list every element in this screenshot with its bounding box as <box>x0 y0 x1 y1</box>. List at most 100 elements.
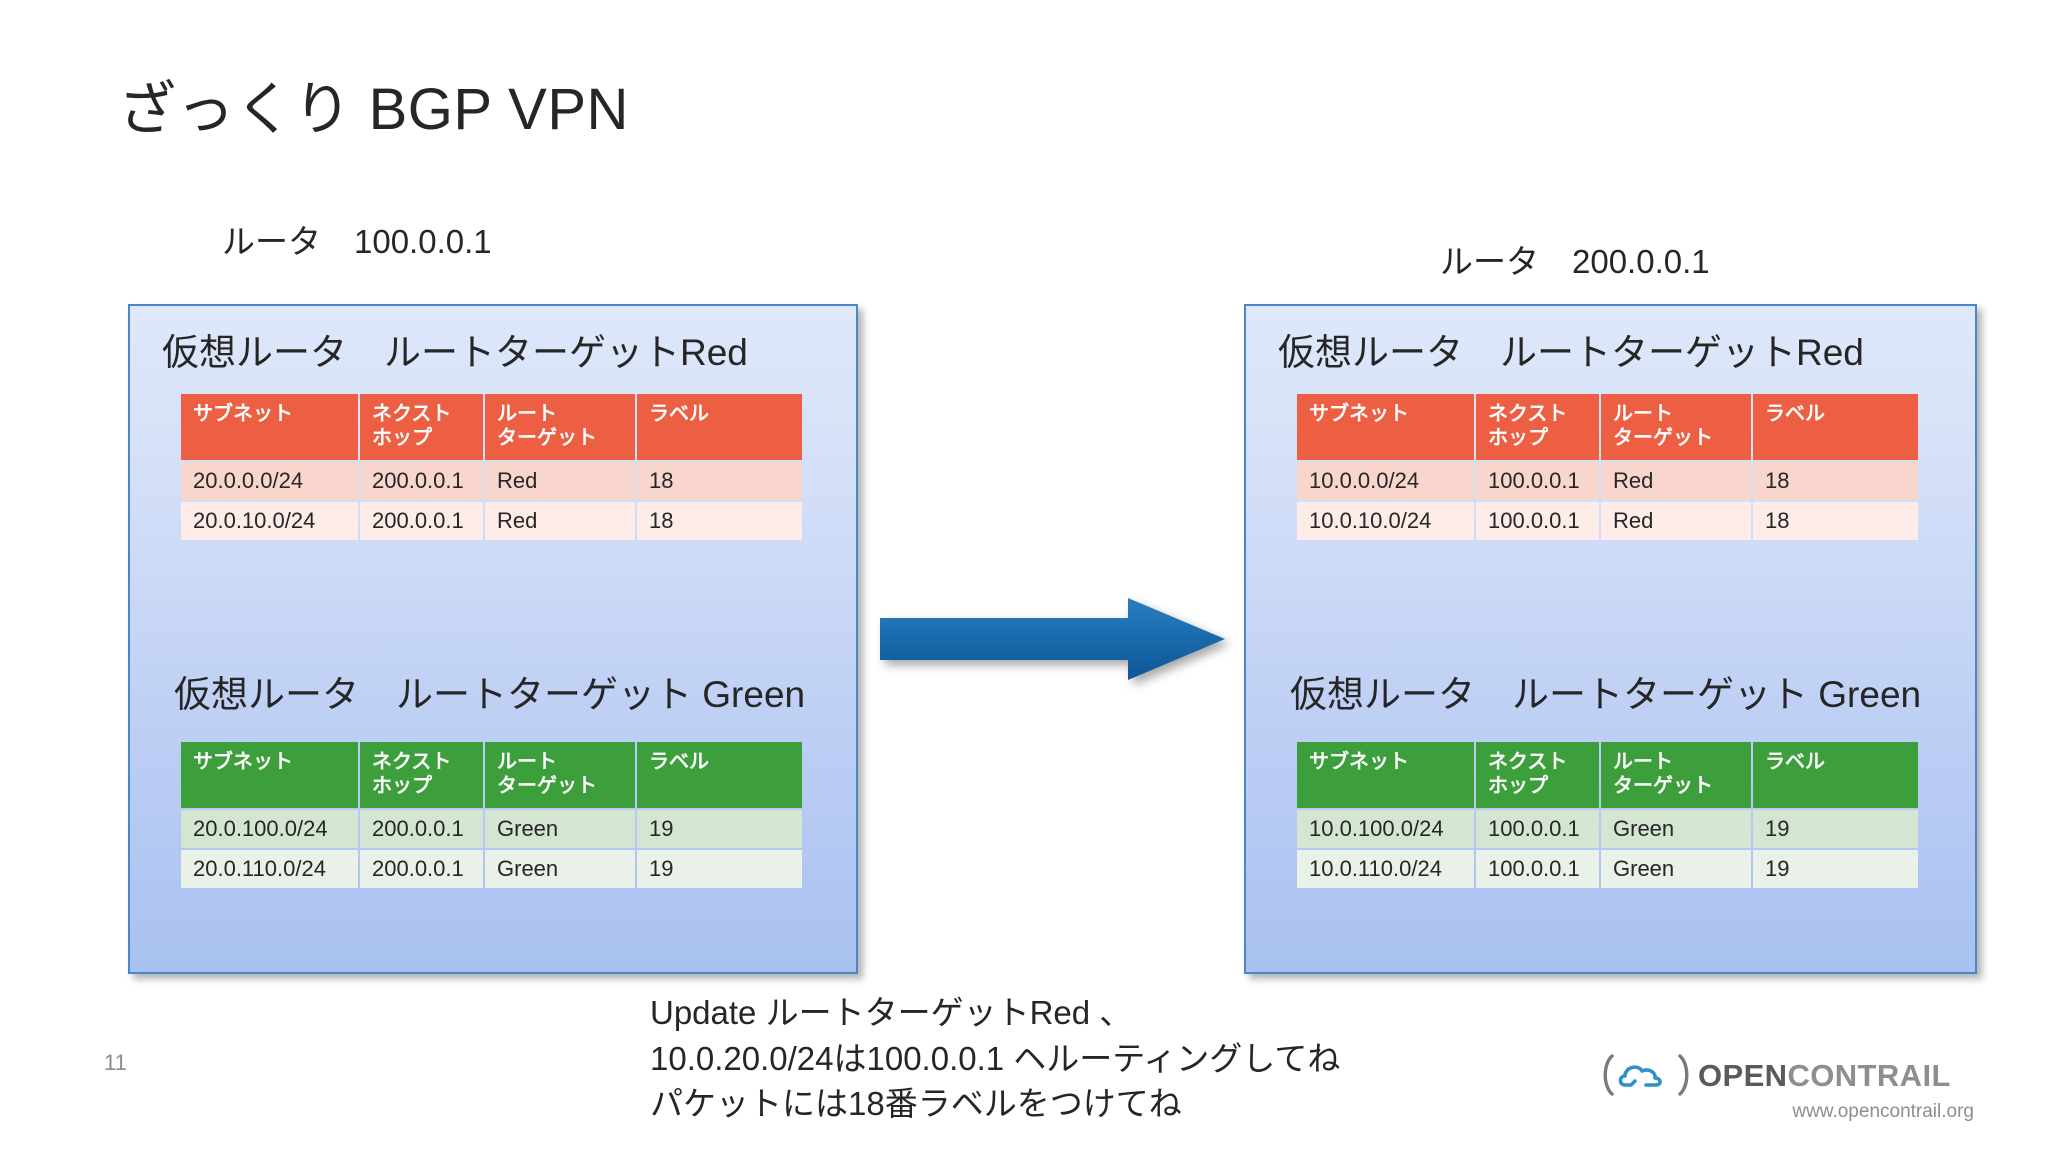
column-header-line1: ネクスト <box>1488 403 1568 425</box>
cell-route-target: Green <box>1601 810 1751 848</box>
cell-subnet: 10.0.110.0/24 <box>1297 850 1474 888</box>
table-header-row: サブネット ネクスト ホップ ルート ターゲット ラベル <box>181 394 802 460</box>
column-header-line1: サブネット <box>1309 751 1409 773</box>
cell-route-target: Red <box>485 462 635 500</box>
column-header-line1: ネクスト <box>372 751 452 773</box>
column-header-line1: サブネット <box>193 751 293 773</box>
cell-nexthop: 100.0.0.1 <box>1476 502 1599 540</box>
column-header-line2: ターゲット <box>1613 774 1713 797</box>
vrf-heading-green: 仮想ルータ ルートターゲット Green <box>1290 676 1922 715</box>
cell-nexthop: 100.0.0.1 <box>1476 850 1599 888</box>
cell-route-target: Red <box>1601 502 1751 540</box>
cell-nexthop: 200.0.0.1 <box>360 462 483 500</box>
cell-nexthop: 100.0.0.1 <box>1476 462 1599 500</box>
route-table-green: サブネット ネクスト ホップ ルート ターゲット ラベル 10.0 <box>1295 740 1920 890</box>
cell-subnet: 20.0.110.0/24 <box>181 850 358 888</box>
page-number: 11 <box>104 1050 127 1075</box>
column-header-line2: ホップ <box>372 426 432 449</box>
cell-label: 19 <box>1753 810 1918 848</box>
column-header-subnet: サブネット <box>1297 742 1474 808</box>
logo-url: www.opencontrail.org <box>1792 1101 1974 1122</box>
update-caption-line1: Update ルートターゲットRed 、 <box>650 994 1133 1031</box>
update-caption-line3: パケットには18番ラベルをつけてね <box>650 1085 1182 1123</box>
column-header-line1: サブネット <box>193 403 293 425</box>
cell-route-target: Red <box>485 502 635 540</box>
cell-label: 19 <box>637 850 802 888</box>
column-header-subnet: サブネット <box>181 742 358 808</box>
table-header-row: サブネット ネクスト ホップ ルート ターゲット ラベル <box>1297 394 1918 460</box>
column-header-line2: ホップ <box>1488 426 1548 449</box>
vrf-heading-red: 仮想ルータ ルートターゲットRed <box>1278 334 1864 373</box>
cell-label: 18 <box>1753 502 1918 540</box>
column-header-nexthop: ネクスト ホップ <box>1476 394 1599 460</box>
table-row: 20.0.0.0/24 200.0.0.1 Red 18 <box>181 462 802 500</box>
column-header-line1: ラベル <box>1765 751 1825 773</box>
column-header-label: ラベル <box>1753 742 1918 808</box>
cell-nexthop: 200.0.0.1 <box>360 502 483 540</box>
cell-nexthop: 200.0.0.1 <box>360 810 483 848</box>
cell-label: 19 <box>637 810 802 848</box>
route-table-red: サブネット ネクスト ホップ ルート ターゲット ラベル 10.0 <box>1295 392 1920 542</box>
cell-subnet: 20.0.100.0/24 <box>181 810 358 848</box>
logo-word-primary: OPEN <box>1698 1057 1788 1093</box>
table-row: 10.0.110.0/24 100.0.0.1 Green 19 <box>1297 850 1918 888</box>
page-title: ざっくり BGP VPN <box>118 77 629 142</box>
column-header-subnet: サブネット <box>1297 394 1474 460</box>
column-header-line2: ホップ <box>372 774 432 797</box>
column-header-route-target: ルート ターゲット <box>1601 742 1751 808</box>
table-row: 10.0.10.0/24 100.0.0.1 Red 18 <box>1297 502 1918 540</box>
column-header-line2: ホップ <box>1488 774 1548 797</box>
cell-nexthop: 200.0.0.1 <box>360 850 483 888</box>
table-row: 10.0.0.0/24 100.0.0.1 Red 18 <box>1297 462 1918 500</box>
table-row: 20.0.10.0/24 200.0.0.1 Red 18 <box>181 502 802 540</box>
vrf-heading-red: 仮想ルータ ルートターゲットRed <box>162 334 748 373</box>
column-header-line1: ラベル <box>649 403 709 425</box>
cell-route-target: Green <box>1601 850 1751 888</box>
column-header-line1: ルート <box>1613 751 1673 773</box>
table-row: 10.0.100.0/24 100.0.0.1 Green 19 <box>1297 810 1918 848</box>
column-header-line2: ターゲット <box>497 774 597 797</box>
cell-subnet: 20.0.0.0/24 <box>181 462 358 500</box>
column-header-route-target: ルート ターゲット <box>1601 394 1751 460</box>
table-row: 20.0.110.0/24 200.0.0.1 Green 19 <box>181 850 802 888</box>
logo-word-secondary: CONTRAIL <box>1787 1057 1951 1093</box>
column-header-line1: サブネット <box>1309 403 1409 425</box>
router-caption-right: ルータ 200.0.0.1 <box>1440 243 1710 280</box>
column-header-nexthop: ネクスト ホップ <box>360 742 483 808</box>
vrf-heading-green: 仮想ルータ ルートターゲット Green <box>174 676 806 715</box>
column-header-line1: ルート <box>1613 403 1673 425</box>
column-header-line1: ネクスト <box>372 403 452 425</box>
column-header-line1: ルート <box>497 403 557 425</box>
cell-subnet: 10.0.100.0/24 <box>1297 810 1474 848</box>
cell-route-target: Green <box>485 850 635 888</box>
cell-label: 19 <box>1753 850 1918 888</box>
arrow-right-icon <box>880 598 1225 680</box>
cell-nexthop: 100.0.0.1 <box>1476 810 1599 848</box>
router-caption-left: ルータ 100.0.0.1 <box>222 223 492 260</box>
column-header-nexthop: ネクスト ホップ <box>360 394 483 460</box>
column-header-line1: ラベル <box>649 751 709 773</box>
cell-subnet: 10.0.10.0/24 <box>1297 502 1474 540</box>
column-header-line2: ターゲット <box>497 426 597 449</box>
table-row: 20.0.100.0/24 200.0.0.1 Green 19 <box>181 810 802 848</box>
cell-subnet: 10.0.0.0/24 <box>1297 462 1474 500</box>
table-header-row: サブネット ネクスト ホップ ルート ターゲット ラベル <box>181 742 802 808</box>
column-header-line1: ネクスト <box>1488 751 1568 773</box>
column-header-nexthop: ネクスト ホップ <box>1476 742 1599 808</box>
cell-route-target: Red <box>1601 462 1751 500</box>
column-header-line1: ラベル <box>1765 403 1825 425</box>
cell-label: 18 <box>1753 462 1918 500</box>
route-table-red: サブネット ネクスト ホップ ルート ターゲット ラベル 20.0 <box>179 392 804 542</box>
cell-subnet: 20.0.10.0/24 <box>181 502 358 540</box>
column-header-route-target: ルート ターゲット <box>485 742 635 808</box>
cell-route-target: Green <box>485 810 635 848</box>
column-header-line1: ルート <box>497 751 557 773</box>
cell-label: 18 <box>637 502 802 540</box>
update-caption: Update ルートターゲットRed 、 10.0.20.0/24は100.0.… <box>650 990 1340 1127</box>
column-header-label: ラベル <box>637 394 802 460</box>
column-header-label: ラベル <box>637 742 802 808</box>
column-header-line2: ターゲット <box>1613 426 1713 449</box>
column-header-label: ラベル <box>1753 394 1918 460</box>
column-header-route-target: ルート ターゲット <box>485 394 635 460</box>
route-table-green: サブネット ネクスト ホップ ルート ターゲット ラベル 20.0 <box>179 740 804 890</box>
